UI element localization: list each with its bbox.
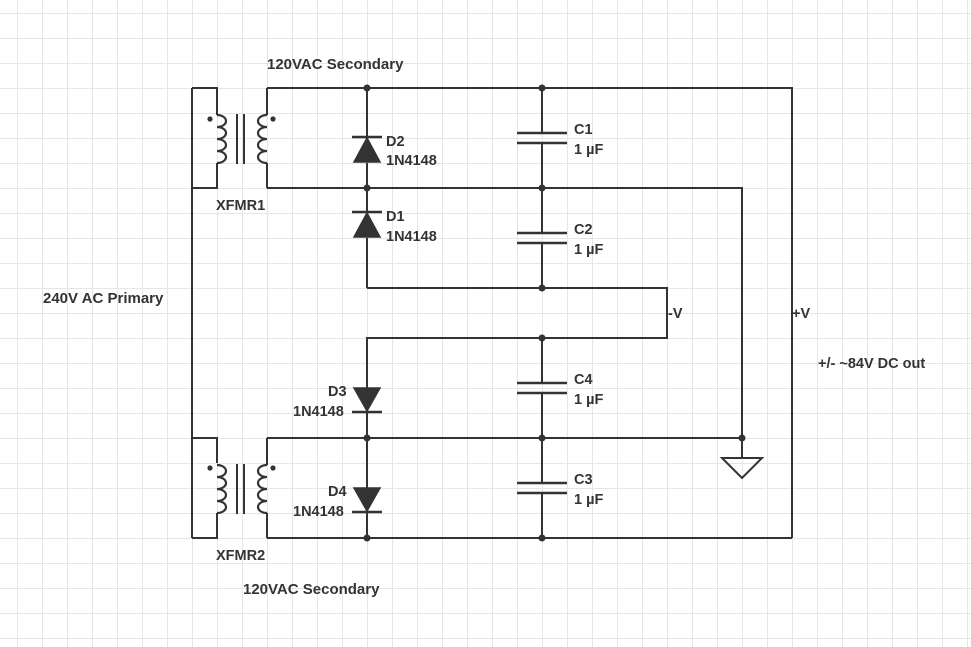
diode-d1-ref: D1 bbox=[386, 209, 405, 225]
diode-d2 bbox=[352, 135, 382, 163]
capacitor-c3-value: 1 µF bbox=[574, 492, 604, 508]
capacitor-c1 bbox=[517, 131, 567, 145]
transformer-xfmr1 bbox=[192, 87, 276, 189]
diode-d3-ref: D3 bbox=[328, 384, 347, 400]
xfmr1-label: XFMR1 bbox=[216, 198, 266, 214]
diode-d1 bbox=[352, 210, 382, 238]
neg-v-label: -V bbox=[668, 306, 683, 322]
capacitor-c1-ref: C1 bbox=[574, 122, 593, 138]
dc-out-label: +/- ~84V DC out bbox=[818, 356, 926, 372]
top-secondary-label: 120VAC Secondary bbox=[267, 56, 404, 73]
ground-icon bbox=[719, 438, 765, 480]
primary-label: 240V AC Primary bbox=[43, 290, 164, 307]
capacitor-c4-value: 1 µF bbox=[574, 392, 604, 408]
capacitor-c2-ref: C2 bbox=[574, 222, 593, 238]
pos-v-label: +V bbox=[792, 306, 811, 322]
diode-d1-part: 1N4148 bbox=[386, 229, 437, 245]
capacitor-c3-ref: C3 bbox=[574, 472, 593, 488]
capacitor-c3 bbox=[517, 481, 567, 495]
diode-d2-part: 1N4148 bbox=[386, 153, 437, 169]
bottom-secondary-label: 120VAC Secondary bbox=[243, 581, 380, 598]
diode-d4-ref: D4 bbox=[328, 484, 347, 500]
capacitor-c4-ref: C4 bbox=[574, 372, 593, 388]
xfmr2-label: XFMR2 bbox=[216, 548, 266, 564]
capacitor-c4 bbox=[517, 381, 567, 395]
diode-d3-part: 1N4148 bbox=[293, 404, 344, 420]
capacitor-c2 bbox=[517, 231, 567, 245]
junction-dots bbox=[363, 84, 746, 542]
diode-d4 bbox=[352, 487, 382, 514]
capacitor-c1-value: 1 µF bbox=[574, 142, 604, 158]
transformer-xfmr2 bbox=[192, 437, 276, 539]
diode-d4-part: 1N4148 bbox=[293, 504, 344, 520]
capacitor-c2-value: 1 µF bbox=[574, 242, 604, 258]
wires bbox=[267, 87, 793, 539]
diode-d2-ref: D2 bbox=[386, 134, 405, 150]
diode-d3 bbox=[352, 387, 382, 414]
